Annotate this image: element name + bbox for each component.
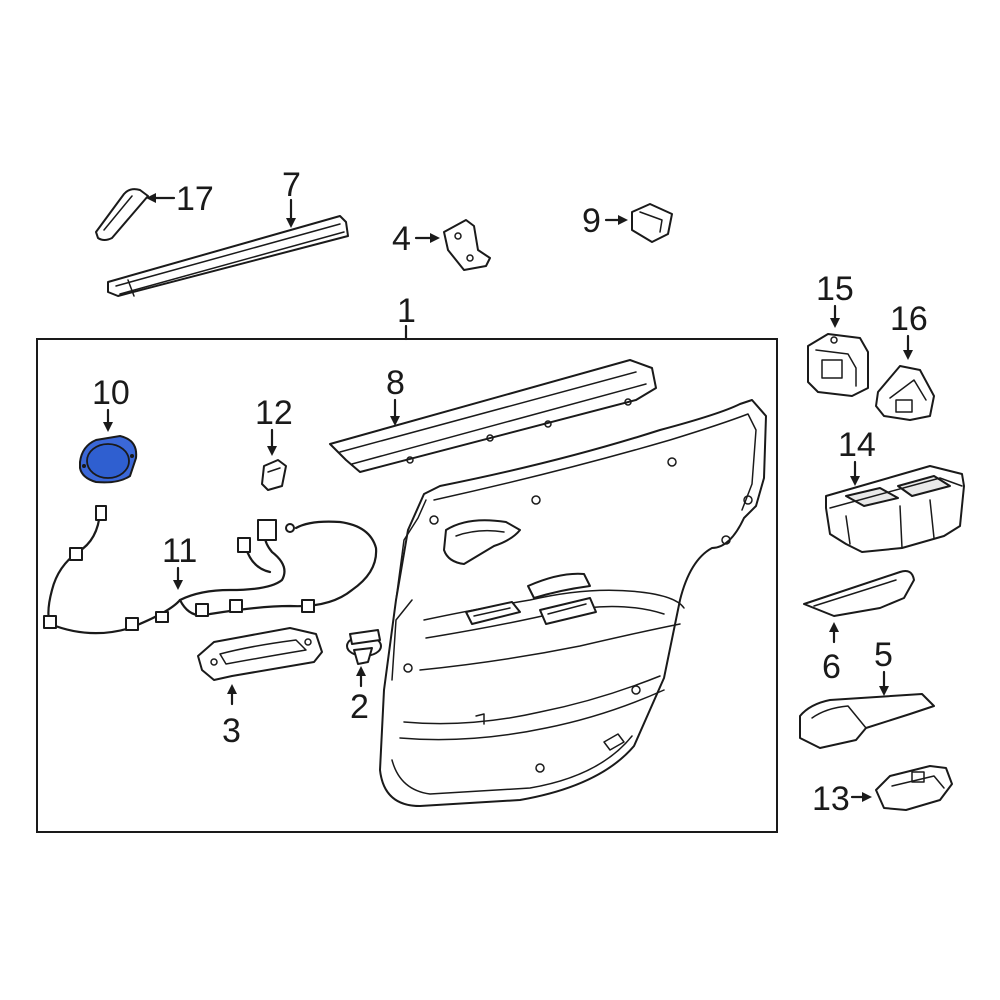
part-11-wiring-harness[interactable] <box>43 505 378 635</box>
svg-text:8: 8 <box>386 364 405 402</box>
door-trim-panel[interactable] <box>379 399 767 807</box>
part-8-inner-weatherstrip[interactable] <box>329 359 657 473</box>
svg-text:9: 9 <box>582 202 601 240</box>
svg-text:1: 1 <box>397 292 416 330</box>
callout-8: 8 <box>386 364 405 426</box>
part-4-bracket[interactable] <box>443 219 491 271</box>
svg-text:14: 14 <box>838 426 876 464</box>
part-14-switch-bezel[interactable] <box>825 465 965 553</box>
callout-3: 3 <box>222 684 241 750</box>
svg-text:7: 7 <box>282 166 301 204</box>
callout-5: 5 <box>874 636 893 696</box>
callout-17: 17 <box>146 180 214 218</box>
part-12-connector[interactable] <box>261 459 287 491</box>
callout-7: 7 <box>282 166 301 228</box>
callout-16: 16 <box>890 300 928 360</box>
part-10-speaker[interactable] <box>79 434 138 484</box>
part-5-armrest-trim[interactable] <box>799 693 935 749</box>
callout-12: 12 <box>255 394 293 456</box>
part-15-switch[interactable] <box>807 333 869 397</box>
svg-text:17: 17 <box>176 180 214 218</box>
callout-13: 13 <box>812 780 872 818</box>
svg-text:10: 10 <box>92 374 130 412</box>
svg-text:11: 11 <box>162 532 197 570</box>
part-16-switch[interactable] <box>875 365 935 421</box>
callout-11: 11 <box>162 532 197 590</box>
part-6-trim-strip[interactable] <box>803 570 915 617</box>
svg-text:16: 16 <box>890 300 928 338</box>
part-9-clip[interactable] <box>631 203 673 243</box>
svg-text:6: 6 <box>822 648 841 686</box>
part-3-inside-handle[interactable] <box>197 627 323 681</box>
svg-text:15: 15 <box>816 270 854 308</box>
svg-text:2: 2 <box>350 688 369 726</box>
callout-2: 2 <box>350 666 369 726</box>
callout-14: 14 <box>838 426 876 486</box>
svg-text:3: 3 <box>222 712 241 750</box>
svg-text:5: 5 <box>874 636 893 674</box>
part-13-bracket[interactable] <box>875 765 953 811</box>
part-7-belt-molding[interactable] <box>107 215 349 297</box>
part-2-fastener[interactable] <box>346 629 382 665</box>
callout-9: 9 <box>582 202 628 240</box>
callout-1: 1 <box>397 292 416 341</box>
callout-4: 4 <box>392 220 440 258</box>
part-17-trim[interactable] <box>95 188 149 241</box>
callout-15: 15 <box>816 270 854 328</box>
callout-10: 10 <box>92 374 130 432</box>
svg-text:12: 12 <box>255 394 293 432</box>
callout-6: 6 <box>822 622 841 686</box>
svg-text:4: 4 <box>392 220 411 258</box>
svg-text:13: 13 <box>812 780 850 818</box>
